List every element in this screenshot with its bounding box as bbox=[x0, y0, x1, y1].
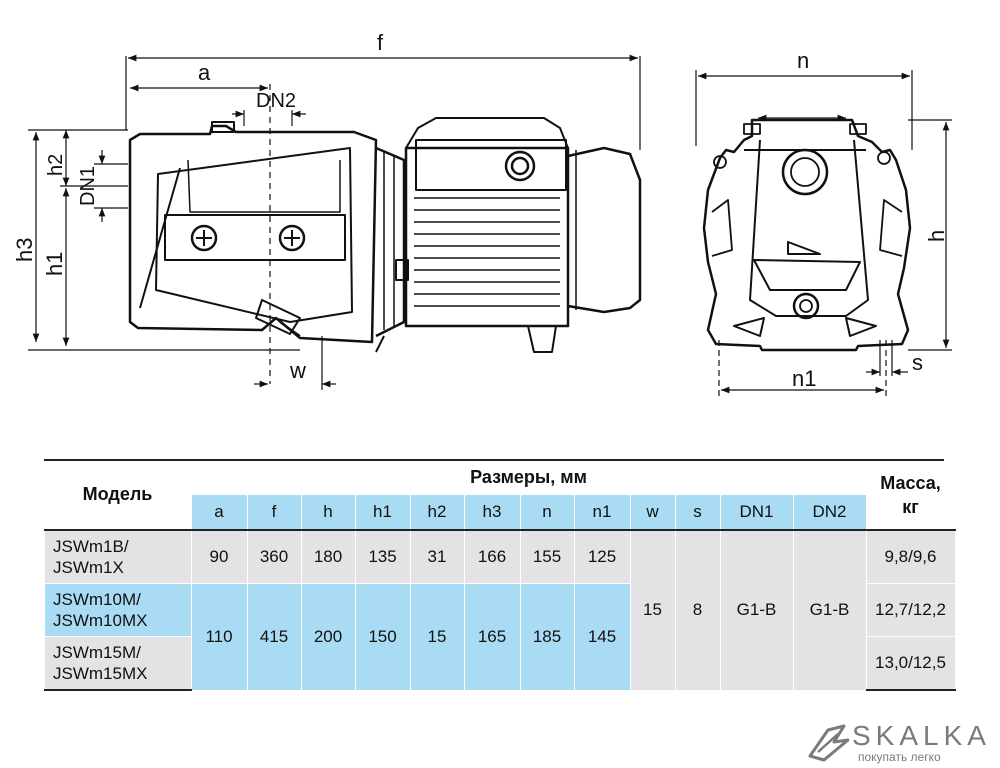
value-cell: 15 bbox=[409, 583, 465, 691]
dim-label-h: h bbox=[924, 230, 949, 242]
pump-side-view bbox=[128, 117, 642, 353]
model-column-header: Модель bbox=[44, 459, 192, 531]
mass-cell: 13,0/12,5 bbox=[865, 636, 956, 691]
table-row: JSWm1B/ JSWm1X 90 360 180 135 31 166 155… bbox=[44, 529, 956, 691]
pump-technical-drawing: f a DN2 h2 DN1 h3 h1 w bbox=[12, 30, 952, 396]
col-header-h2: h2 bbox=[409, 494, 465, 531]
model-name-line1: JSWm15M/ bbox=[53, 643, 141, 662]
model-name-line2: JSWm10MX bbox=[53, 611, 148, 630]
value-cell: 125 bbox=[573, 529, 631, 584]
col-header-a: a bbox=[190, 494, 248, 531]
model-cell: JSWm15M/ JSWm15MX bbox=[44, 636, 192, 691]
front-dimension-lines bbox=[695, 70, 952, 396]
model-cell: JSWm1B/ JSWm1X bbox=[44, 529, 192, 584]
mass-cell: 9,8/9,6 bbox=[865, 529, 956, 584]
side-dimension-labels: f a DN2 h2 DN1 h3 h1 w bbox=[12, 30, 384, 383]
dim-label-s: s bbox=[912, 350, 923, 375]
value-cell: 180 bbox=[300, 529, 356, 584]
col-header-n: n bbox=[519, 494, 575, 531]
col-header-s: s bbox=[674, 494, 721, 531]
model-name-line1: JSWm10M/ bbox=[53, 590, 141, 609]
col-header-h1: h1 bbox=[354, 494, 411, 531]
value-cell: 360 bbox=[246, 529, 302, 584]
dim-label-w: w bbox=[289, 358, 306, 383]
dim-label-f: f bbox=[377, 30, 384, 55]
mass-cell: 12,7/12,2 bbox=[865, 583, 956, 637]
table-top-rule bbox=[44, 459, 944, 461]
col-header-dn1: DN1 bbox=[719, 494, 794, 531]
skalka-logo-icon bbox=[808, 724, 850, 762]
value-cell: 31 bbox=[409, 529, 465, 584]
value-cell: 155 bbox=[519, 529, 575, 584]
skalka-logo[interactable]: SKALKA покупать легко bbox=[800, 720, 996, 766]
front-dimension-labels: n h n1 s bbox=[792, 48, 949, 391]
dim-label-h2: h2 bbox=[45, 154, 67, 176]
side-dimension-lines bbox=[28, 54, 641, 390]
col-header-w: w bbox=[629, 494, 676, 531]
dim-label-h3: h3 bbox=[12, 238, 37, 262]
dim-label-dn2: DN2 bbox=[256, 90, 296, 112]
table-row: JSWm10M/ JSWm10MX 110 415 200 150 15 165… bbox=[44, 583, 956, 691]
model-name-line2: JSWm1X bbox=[53, 558, 124, 577]
value-cell-dn2: G1-B bbox=[792, 529, 867, 691]
model-name-line1: JSWm1B/ bbox=[53, 537, 129, 556]
col-header-dn2: DN2 bbox=[792, 494, 867, 531]
pump-front-view bbox=[702, 118, 912, 352]
value-cell: 145 bbox=[573, 583, 631, 691]
dim-label-dn1: DN1 bbox=[77, 166, 99, 206]
value-cell: 185 bbox=[519, 583, 575, 691]
dim-label-n1: n1 bbox=[792, 366, 816, 391]
model-name-line2: JSWm15MX bbox=[53, 664, 148, 683]
value-cell: 415 bbox=[246, 583, 302, 691]
dim-label-h1: h1 bbox=[42, 252, 67, 276]
value-cell: 90 bbox=[190, 529, 248, 584]
value-cell: 110 bbox=[190, 583, 248, 691]
table-row: JSWm15M/ JSWm15MX 13,0/12,5 bbox=[44, 636, 956, 691]
value-cell-w: 15 bbox=[629, 529, 676, 691]
col-header-n1: n1 bbox=[573, 494, 631, 531]
col-header-f: f bbox=[246, 494, 302, 531]
value-cell: 200 bbox=[300, 583, 356, 691]
value-cell: 165 bbox=[463, 583, 521, 691]
mass-column-header: Масса, кг bbox=[865, 459, 956, 531]
logo-tagline: покупать легко bbox=[858, 750, 941, 764]
dimensions-table: Модель Размеры, мм Масса, кг a f h h1 h2… bbox=[44, 459, 956, 691]
model-cell: JSWm10M/ JSWm10MX bbox=[44, 583, 192, 637]
value-cell: 135 bbox=[354, 529, 411, 584]
logo-wordmark: SKALKA bbox=[852, 720, 991, 751]
mass-header-line1: Масса, bbox=[880, 472, 941, 493]
col-header-h3: h3 bbox=[463, 494, 521, 531]
dimensions-header: Размеры, мм bbox=[190, 459, 867, 495]
value-cell: 150 bbox=[354, 583, 411, 691]
value-cell-dn1: G1-B bbox=[719, 529, 794, 691]
value-cell-s: 8 bbox=[674, 529, 721, 691]
dim-label-a: a bbox=[198, 60, 211, 85]
value-cell: 166 bbox=[463, 529, 521, 584]
dim-label-n: n bbox=[797, 48, 809, 73]
mass-header-line2: кг bbox=[902, 496, 919, 517]
col-header-h: h bbox=[300, 494, 356, 531]
